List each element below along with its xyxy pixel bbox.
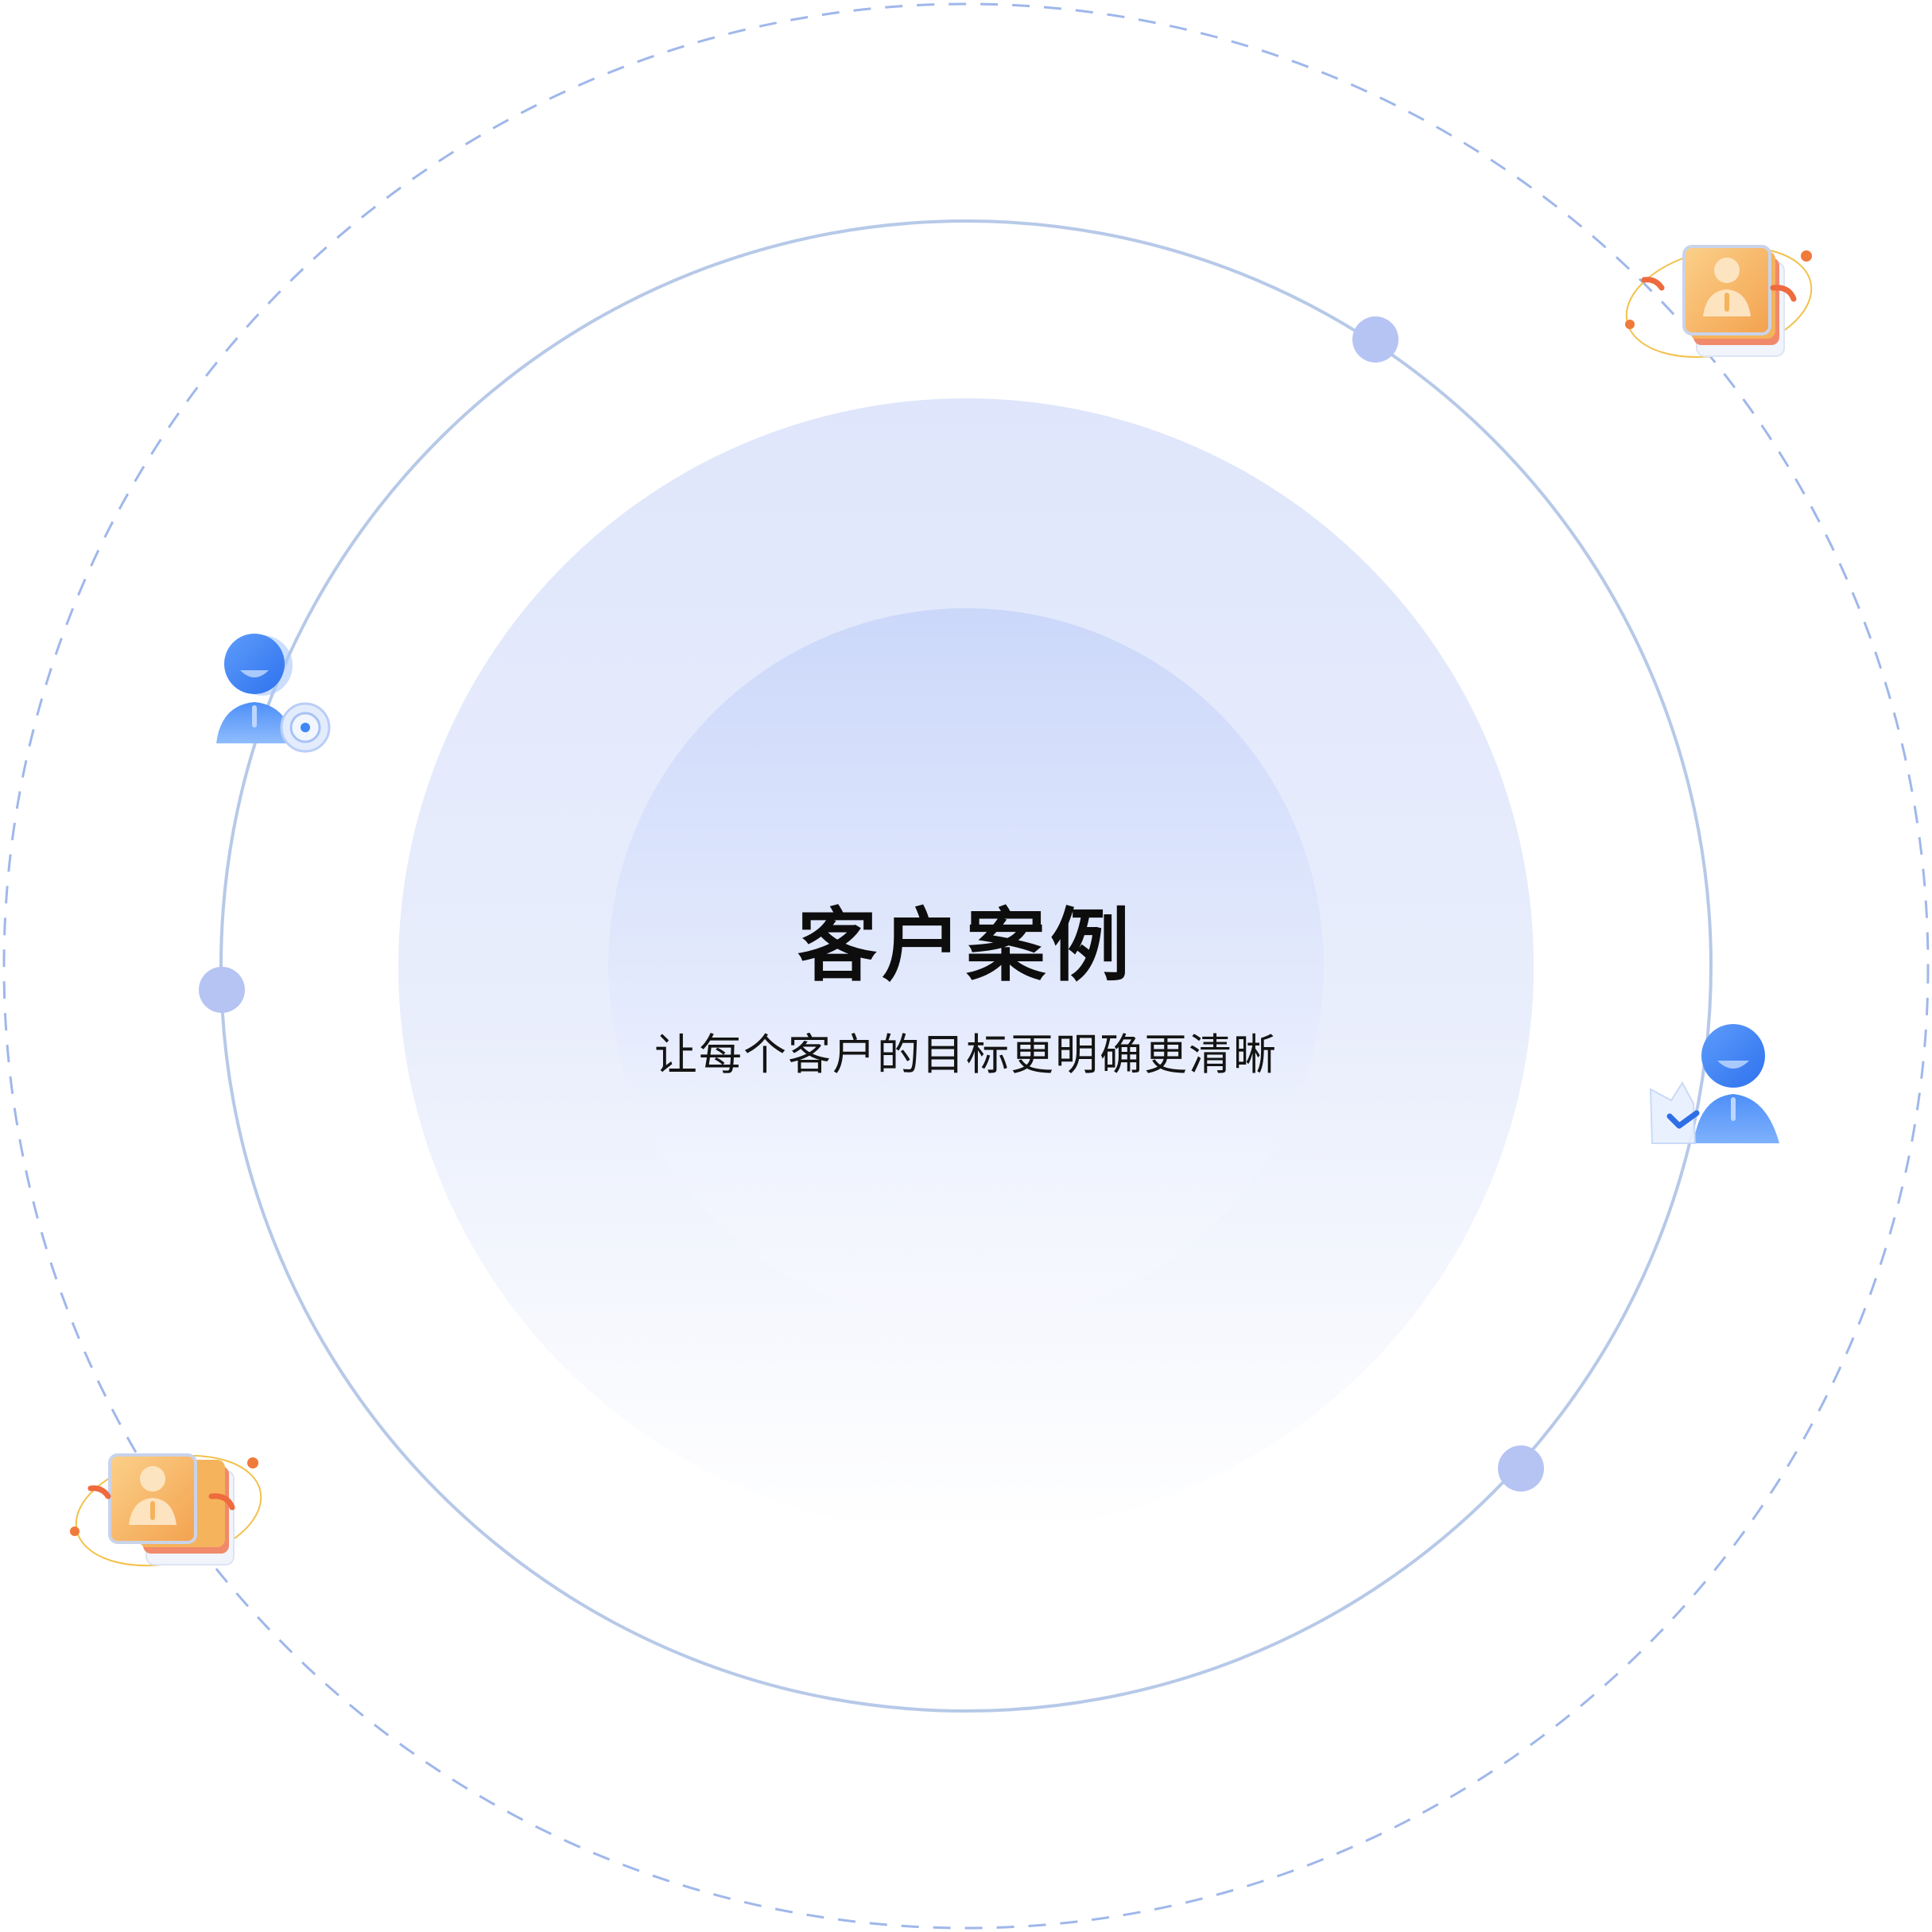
user-check-icon — [1649, 1024, 1779, 1144]
contact-card-orbit-icon — [1625, 245, 1813, 359]
page-subtitle: 让每个客户的目标更明确更清晰 — [654, 1030, 1278, 1080]
orbit-dot-bottom-right — [1498, 1445, 1544, 1492]
contact-card-orbit-icon — [70, 1453, 262, 1567]
orbit-dot-left — [199, 967, 245, 1013]
inner-glow-disc — [608, 608, 1324, 1324]
user-target-icon — [216, 634, 331, 753]
page-title: 客户案例 — [797, 899, 1135, 992]
middle-solid-orbit — [219, 219, 1713, 1713]
orbit-dot-top-right — [1352, 316, 1399, 363]
